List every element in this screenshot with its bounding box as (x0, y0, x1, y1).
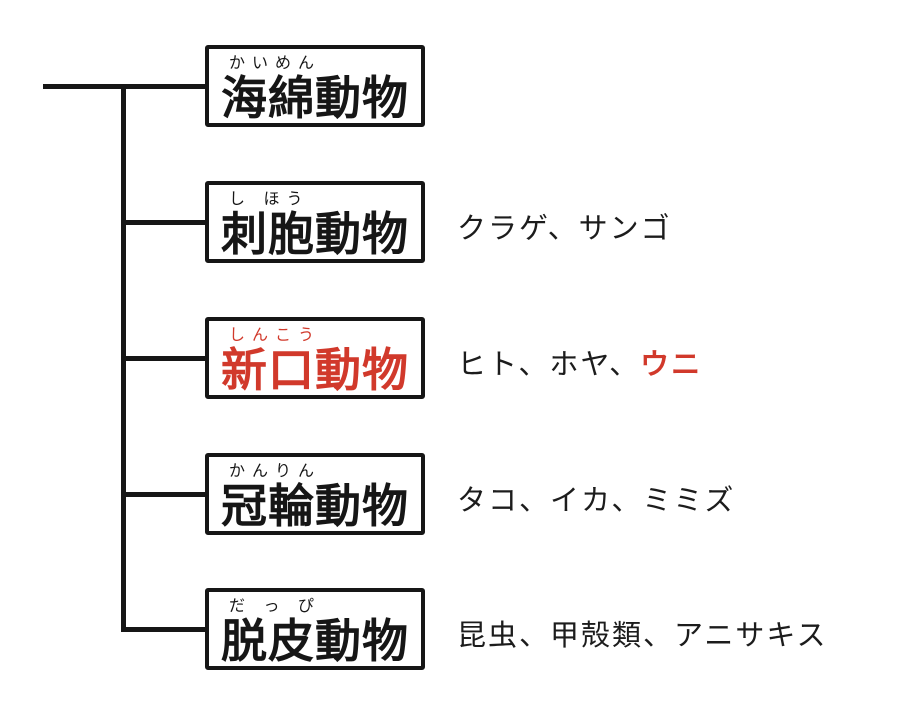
furigana-label: だ っ ぴ (229, 598, 321, 615)
taxon-label: 脱皮動物 (221, 615, 409, 667)
taxon-label: 冠輪動物 (221, 480, 409, 532)
example-text: ヒト、ホヤ、 (457, 349, 641, 381)
taxon-box-shihou: し ほう 刺胞動物 (205, 181, 425, 263)
taxon-box-kanrin: かんりん 冠輪動物 (205, 453, 425, 535)
tree-row-kaimen: かいめん 海綿動物 (0, 45, 900, 127)
furigana-label: し ほう (229, 191, 310, 208)
tree-row-kanrin: かんりん 冠輪動物 タコ、イカ、ミミズ (0, 453, 900, 535)
taxon-label: 海綿動物 (221, 72, 409, 124)
taxon-label: 刺胞動物 (221, 208, 409, 260)
example-label: ヒト、ホヤ、ウニ (457, 345, 702, 385)
tree-row-dappi: だ っ ぴ 脱皮動物 昆虫、甲殻類、アニサキス (0, 588, 900, 670)
taxon-box-kaimen: かいめん 海綿動物 (205, 45, 425, 127)
tree-branch-line (121, 220, 205, 225)
example-label: タコ、イカ、ミミズ (457, 481, 735, 521)
example-text: 昆虫、甲殻類、アニサキス (457, 620, 828, 652)
tree-branch-line (121, 627, 205, 632)
example-text: クラゲ、サンゴ (457, 213, 672, 245)
example-highlight-text: ウニ (640, 349, 703, 381)
example-label: 昆虫、甲殻類、アニサキス (457, 616, 828, 656)
taxon-box-shinkou: しんこう 新口動物 (205, 317, 425, 399)
furigana-label: かいめん (229, 55, 322, 72)
example-label: クラゲ、サンゴ (457, 209, 672, 249)
tree-row-shinkou: しんこう 新口動物 ヒト、ホヤ、ウニ (0, 317, 900, 399)
tree-branch-line (121, 356, 205, 361)
furigana-label: しんこう (229, 327, 322, 344)
tree-row-shihou: し ほう 刺胞動物 クラゲ、サンゴ (0, 181, 900, 263)
example-text: タコ、イカ、ミミズ (457, 485, 736, 517)
furigana-label: かんりん (229, 463, 322, 480)
taxon-box-dappi: だ っ ぴ 脱皮動物 (205, 588, 425, 670)
taxon-label: 新口動物 (221, 344, 409, 396)
tree-branch-line (121, 492, 205, 497)
